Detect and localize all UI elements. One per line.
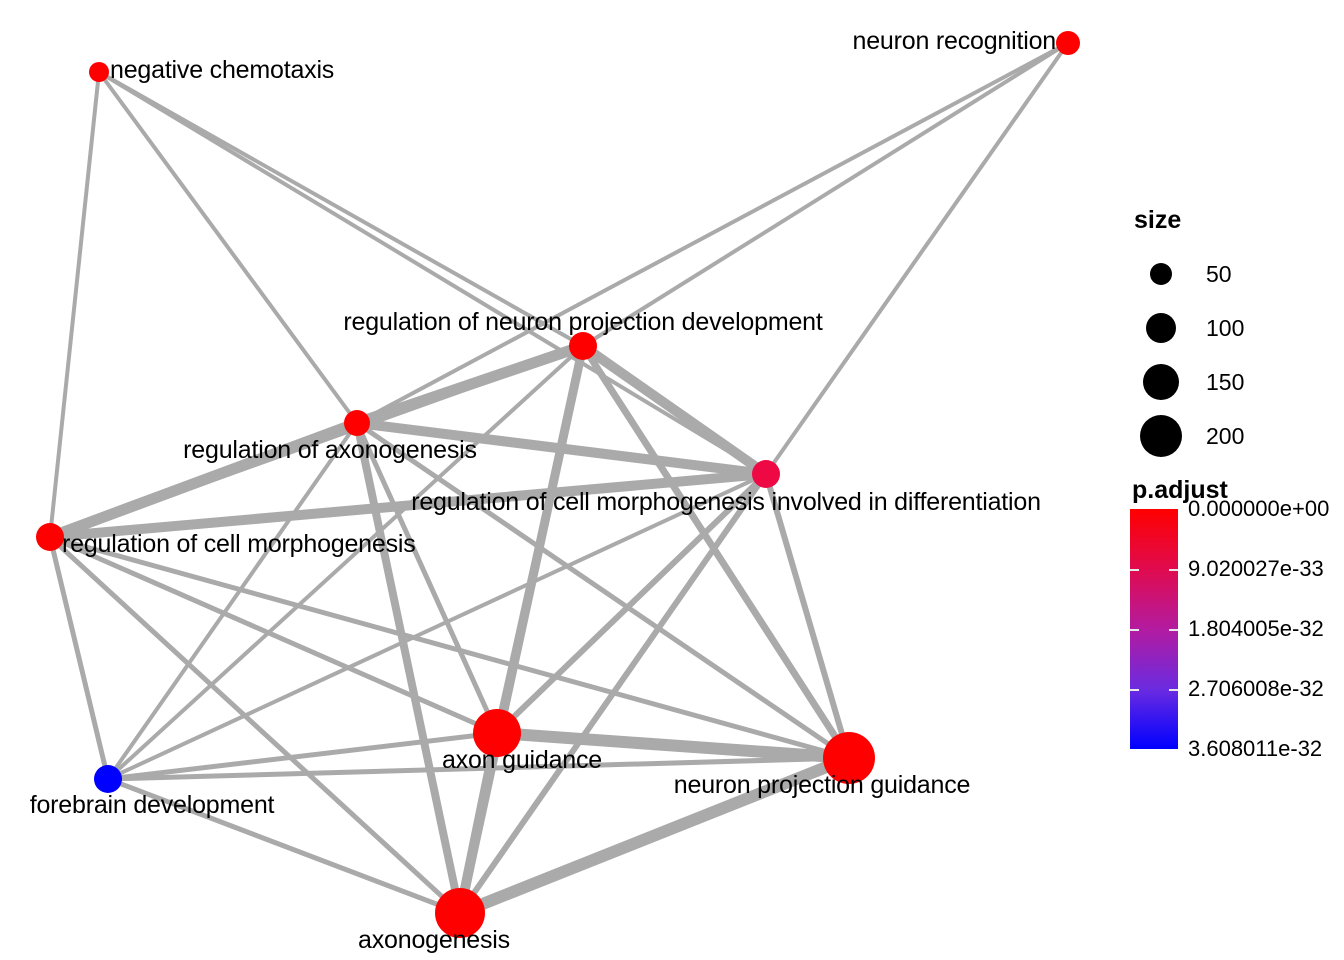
network-edge <box>580 344 852 760</box>
network-node-neuron_projection_guidance[interactable] <box>823 732 875 784</box>
network-node-neuron_recognition[interactable] <box>1056 31 1080 55</box>
node-label-axonogenesis: axonogenesis <box>358 926 510 954</box>
network-edge <box>457 472 769 915</box>
size-legend-dot <box>1143 364 1179 400</box>
network-edge <box>457 752 852 919</box>
node-label-reg_cell_morphogenesis: regulation of cell morphogenesis <box>62 530 416 558</box>
size-legend-row: 200 <box>1130 409 1340 463</box>
network-edge <box>48 417 359 543</box>
padjust-legend-title: p.adjust <box>1132 476 1228 504</box>
nodes-group[interactable] <box>36 31 1080 938</box>
network-node-reg_neuron_projection_development[interactable] <box>569 332 597 360</box>
node-label-axon_guidance: axon guidance <box>441 746 603 774</box>
colorbar-tick-labels: 0.000000e+00 9.020027e-33 1.804005e-32 2.70… <box>1188 496 1340 761</box>
network-node-negative_chemotaxis[interactable] <box>89 62 109 82</box>
colorbar-tick-mark <box>1169 569 1178 571</box>
network-edge <box>107 755 850 782</box>
network-edge <box>356 41 1069 425</box>
colorbar-tick-label: 2.706008e-32 <box>1188 676 1324 701</box>
size-legend-row: 150 <box>1130 355 1340 409</box>
colorbar-tick-mark <box>1130 569 1139 571</box>
size-legend-swatch-box <box>1130 313 1192 343</box>
colorbar-tick-mark <box>1130 689 1139 691</box>
size-legend-dot <box>1140 415 1182 457</box>
size-legend-value: 100 <box>1206 314 1245 341</box>
edges-group <box>47 41 1070 919</box>
network-edge <box>48 535 462 915</box>
network-node-axon_guidance[interactable] <box>473 709 521 757</box>
network-edge <box>494 471 769 736</box>
node-label-neuron_projection_guidance: neuron projection guidance <box>673 771 971 799</box>
padjust-legend: p.adjust 0.000000e+00 9.020027e-33 1.80400… <box>1130 476 1344 761</box>
node-label-negative_chemotaxis: negative chemotaxis <box>110 56 335 84</box>
size-legend-swatch-box <box>1130 364 1192 400</box>
network-edge <box>49 534 850 761</box>
size-legend-title: size <box>1134 206 1182 234</box>
colorbar-tick <box>1130 689 1178 691</box>
network-edge <box>496 727 850 764</box>
size-legend-dot <box>1146 313 1176 343</box>
network-edge <box>98 70 584 348</box>
network-edge <box>356 418 767 479</box>
network-edge <box>455 731 502 915</box>
network-edge <box>48 534 499 736</box>
node-label-reg_neuron_projection_development: regulation of neuron projection developm… <box>343 308 823 336</box>
network-edge <box>764 41 1070 476</box>
network-edge <box>355 420 851 761</box>
colorbar-tick <box>1130 569 1178 571</box>
network-edge <box>581 41 1070 348</box>
size-legend-value: 150 <box>1206 368 1245 395</box>
colorbar-wrap: 0.000000e+00 9.020027e-33 1.804005e-32 2.70… <box>1130 496 1344 761</box>
network-edge <box>107 730 498 782</box>
network-edge <box>48 71 101 538</box>
network-node-forebrain_development[interactable] <box>94 765 122 793</box>
size-legend-row: 50 <box>1130 247 1340 301</box>
node-label-neuron_recognition: neuron recognition <box>852 27 1057 55</box>
size-legend-swatch-box <box>1130 415 1192 457</box>
network-edge <box>107 472 767 781</box>
network-edge <box>580 341 769 479</box>
size-legend-row: 100 <box>1130 301 1340 355</box>
colorbar-tick <box>1130 629 1178 631</box>
network-node-reg_cell_morphogenesis[interactable] <box>36 523 64 551</box>
network-edge <box>106 344 585 781</box>
network-edge <box>107 776 461 916</box>
colorbar-tick-label: 1.804005e-32 <box>1188 616 1324 641</box>
node-label-forebrain_development: forebrain development <box>29 791 275 819</box>
network-edge <box>49 469 767 542</box>
size-legend-value: 200 <box>1206 422 1245 449</box>
node-label-reg_cell_morphogenesis_diff: regulation of cell morphogenesis involve… <box>411 488 1041 516</box>
size-legend-value: 50 <box>1206 260 1232 287</box>
network-edge <box>47 536 111 780</box>
colorbar-gradient <box>1130 509 1178 749</box>
colorbar-tick-label: 3.608011e-32 <box>1188 736 1323 761</box>
size-legend-dot <box>1150 263 1172 285</box>
network-edge <box>106 421 359 781</box>
colorbar-tick-label: 9.020027e-33 <box>1188 556 1324 581</box>
size-legend: size 50 100 150 200 <box>1130 208 1340 463</box>
size-legend-swatch-box <box>1130 263 1192 285</box>
network-edge <box>763 473 852 759</box>
colorbar-tick-label: 0.000000e+00 <box>1188 496 1330 521</box>
network-edge <box>354 421 500 735</box>
size-legend-rows: 50 100 150 200 <box>1130 247 1340 463</box>
colorbar-tick-mark <box>1169 689 1178 691</box>
network-node-reg_axonogenesis[interactable] <box>344 410 370 436</box>
node-label-reg_axonogenesis: regulation of axonogenesis <box>183 436 477 464</box>
colorbar-tick-mark <box>1169 629 1178 631</box>
colorbar-tick-mark <box>1130 629 1139 631</box>
network-node-reg_cell_morphogenesis_diff[interactable] <box>752 460 780 488</box>
network-edge <box>97 70 768 476</box>
network-edge <box>97 70 359 425</box>
network-node-axonogenesis[interactable] <box>435 888 485 938</box>
